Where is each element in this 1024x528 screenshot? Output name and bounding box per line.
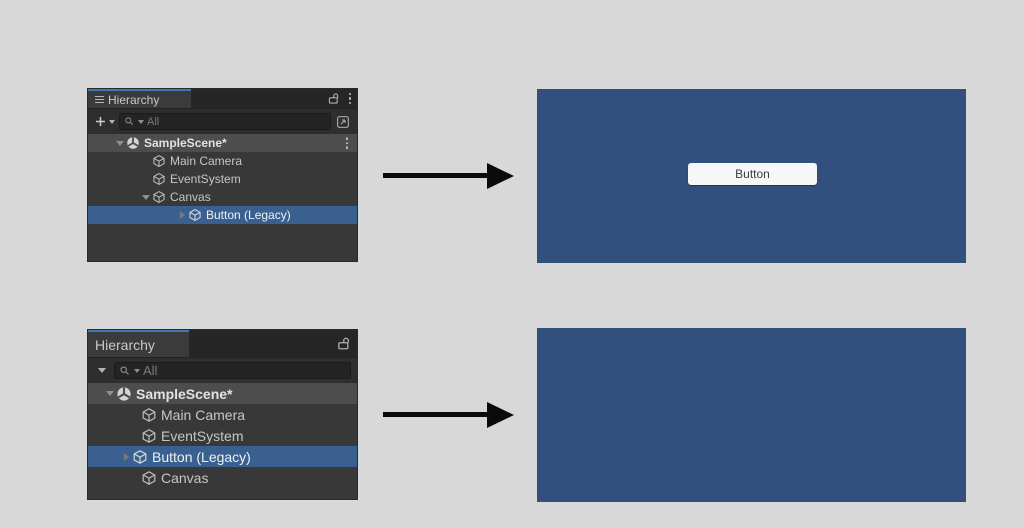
tab-bar: Hierarchy <box>88 89 357 108</box>
cube-icon <box>141 428 157 444</box>
game-view-with-button: Button <box>537 89 966 263</box>
tree-item-eventsystem[interactable]: EventSystem <box>88 425 357 446</box>
search-filter-dropdown-icon <box>138 119 144 124</box>
tree-item-label: EventSystem <box>161 427 244 444</box>
tree-item-samplescene[interactable]: SampleScene* <box>88 134 357 152</box>
tree-item-label: Button (Legacy) <box>206 208 291 222</box>
hierarchy-toolbar <box>88 357 357 383</box>
cube-icon <box>141 407 157 423</box>
search-icon <box>120 365 129 375</box>
kebab-menu-icon[interactable] <box>348 92 351 105</box>
cube-icon <box>152 172 166 186</box>
tree-item-label: SampleScene* <box>144 136 227 150</box>
search-icon <box>125 117 134 126</box>
panel-menu-icon <box>95 96 104 103</box>
add-button[interactable] <box>94 115 115 128</box>
tab-bar: Hierarchy <box>88 330 357 357</box>
tree-item-label: EventSystem <box>170 172 241 186</box>
tree-item-canvas[interactable]: Canvas <box>88 188 357 206</box>
tree-item-label: SampleScene* <box>136 385 233 402</box>
cube-icon <box>188 208 202 222</box>
tree-item-eventsystem[interactable]: EventSystem <box>88 170 357 188</box>
ui-button-label: Button <box>735 167 770 181</box>
tree-item-label: Main Camera <box>161 406 246 423</box>
tab-hierarchy[interactable]: Hierarchy <box>88 330 189 357</box>
create-dropdown-icon[interactable] <box>98 368 106 373</box>
tree-item-label: Canvas <box>161 469 209 486</box>
tree-item-button-legacy[interactable]: Button (Legacy) <box>88 446 357 467</box>
tab-label: Hierarchy <box>108 92 160 107</box>
ui-button[interactable]: Button <box>688 163 817 185</box>
tree-item-main-camera[interactable]: Main Camera <box>88 152 357 170</box>
cube-icon <box>141 470 157 486</box>
search-input[interactable] <box>147 115 326 128</box>
hierarchy-tree: SampleScene* Main Camera EventSystem <box>88 134 357 224</box>
search-filter-dropdown-icon <box>134 368 140 373</box>
cube-icon <box>152 190 166 204</box>
unity-scene-icon <box>116 386 132 402</box>
search-input[interactable] <box>143 363 346 378</box>
game-view-empty <box>537 328 966 502</box>
tab-label: Hierarchy <box>95 336 155 353</box>
unity-scene-icon <box>126 136 140 150</box>
search-field[interactable] <box>119 113 331 130</box>
foldout-collapsed-icon[interactable] <box>120 452 132 461</box>
search-picker-icon[interactable] <box>335 114 351 130</box>
search-field[interactable] <box>114 362 351 379</box>
scene-kebab-icon[interactable] <box>345 137 348 149</box>
foldout-expanded-icon[interactable] <box>104 391 116 396</box>
tree-item-label: Canvas <box>170 190 211 204</box>
hierarchy-tree: SampleScene* Main Camera EventSystem <box>88 383 357 488</box>
foldout-collapsed-icon[interactable] <box>176 211 188 219</box>
lock-open-icon[interactable] <box>336 336 351 351</box>
hierarchy-panel-bottom: Hierarchy SampleScene* <box>88 330 357 499</box>
tree-item-label: Main Camera <box>170 154 243 168</box>
tab-hierarchy[interactable]: Hierarchy <box>88 89 191 108</box>
tree-item-main-camera[interactable]: Main Camera <box>88 404 357 425</box>
tree-item-samplescene[interactable]: SampleScene* <box>88 383 357 404</box>
hierarchy-panel-top: Hierarchy <box>88 89 357 261</box>
hierarchy-toolbar <box>88 108 357 134</box>
tree-item-button-legacy[interactable]: Button (Legacy) <box>88 206 357 224</box>
add-dropdown-icon <box>109 119 115 124</box>
cube-icon <box>152 154 166 168</box>
cube-icon <box>132 449 148 465</box>
foldout-expanded-icon[interactable] <box>114 140 126 146</box>
foldout-expanded-icon[interactable] <box>140 194 152 200</box>
lock-open-icon[interactable] <box>327 92 340 105</box>
tree-item-label: Button (Legacy) <box>152 448 251 465</box>
tree-item-canvas[interactable]: Canvas <box>88 467 357 488</box>
